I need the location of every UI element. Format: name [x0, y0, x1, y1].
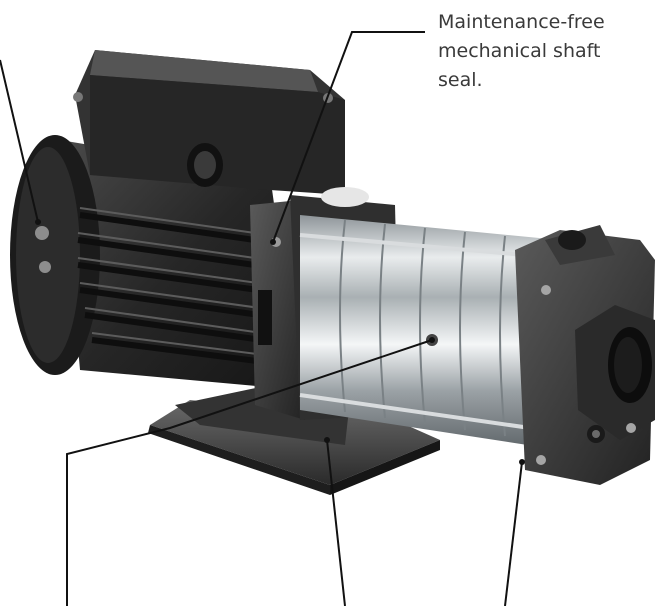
leader-pump-head: [504, 461, 523, 607]
motor-icon: [10, 50, 345, 390]
leader-base: [326, 439, 346, 607]
stainless-sleeve: [299, 215, 560, 450]
callout-shaft-seal: Maintenance-free mechanical shaft seal.: [438, 11, 605, 91]
leader-motor: [0, 59, 39, 223]
leader-lines: [0, 31, 523, 607]
leader-sleeve: [66, 339, 433, 606]
leader-shaft-seal: [272, 31, 425, 243]
pump-head-icon: [515, 225, 655, 485]
